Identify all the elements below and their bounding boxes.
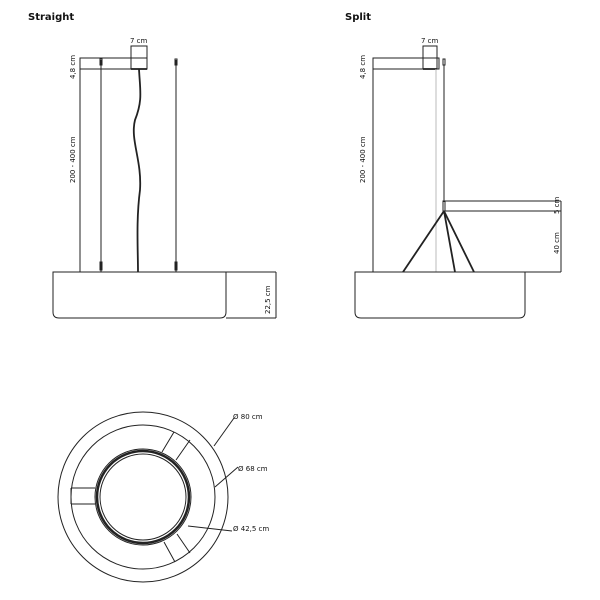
split-view: Split 7 cm 5 cm 40 cm 4,8 cm 200 - 400 c… bbox=[345, 12, 562, 319]
spoke bbox=[70, 487, 95, 505]
canopy-height-label: 4,8 cm bbox=[69, 55, 77, 79]
canopy-width-label: 7 cm bbox=[130, 37, 148, 45]
drop-height-label: 40 cm bbox=[553, 232, 561, 254]
hub-height-label: 5 cm bbox=[553, 196, 561, 214]
canopy-height-label: 4,8 cm bbox=[359, 55, 367, 79]
straight-title: Straight bbox=[28, 12, 74, 23]
split-title: Split bbox=[345, 12, 371, 23]
cable-length-label: 200 - 400 cm bbox=[359, 136, 367, 183]
top-view: Ø 80 cm Ø 68 cm Ø 42,5 cm bbox=[57, 411, 269, 583]
middle-ring bbox=[70, 424, 216, 570]
spoke bbox=[161, 431, 191, 461]
split-cables bbox=[402, 210, 475, 273]
lamp-shade bbox=[354, 271, 526, 319]
canopy-width-label: 7 cm bbox=[421, 37, 439, 45]
middle-diameter-label: Ø 68 cm bbox=[238, 465, 268, 473]
outer-ring bbox=[57, 411, 229, 583]
straight-view: Straight 7 cm 22,5 cm 4,8 cm 200 - 400 c… bbox=[28, 12, 277, 319]
inner-diameter-label: Ø 42,5 cm bbox=[233, 525, 269, 533]
outer-diameter-label: Ø 80 cm bbox=[233, 413, 263, 421]
canopy-bar bbox=[372, 57, 440, 70]
leader-line bbox=[214, 466, 239, 488]
cable-length-label: 200 - 400 cm bbox=[69, 136, 77, 183]
canopy-bar bbox=[79, 57, 148, 70]
lamp-shade bbox=[52, 271, 227, 319]
spoke bbox=[163, 533, 191, 563]
inner-ring bbox=[94, 448, 192, 546]
shade-height-label: 22,5 cm bbox=[264, 285, 272, 314]
power-cable bbox=[132, 68, 142, 273]
leader-line bbox=[213, 417, 235, 447]
leader-line bbox=[187, 525, 233, 532]
